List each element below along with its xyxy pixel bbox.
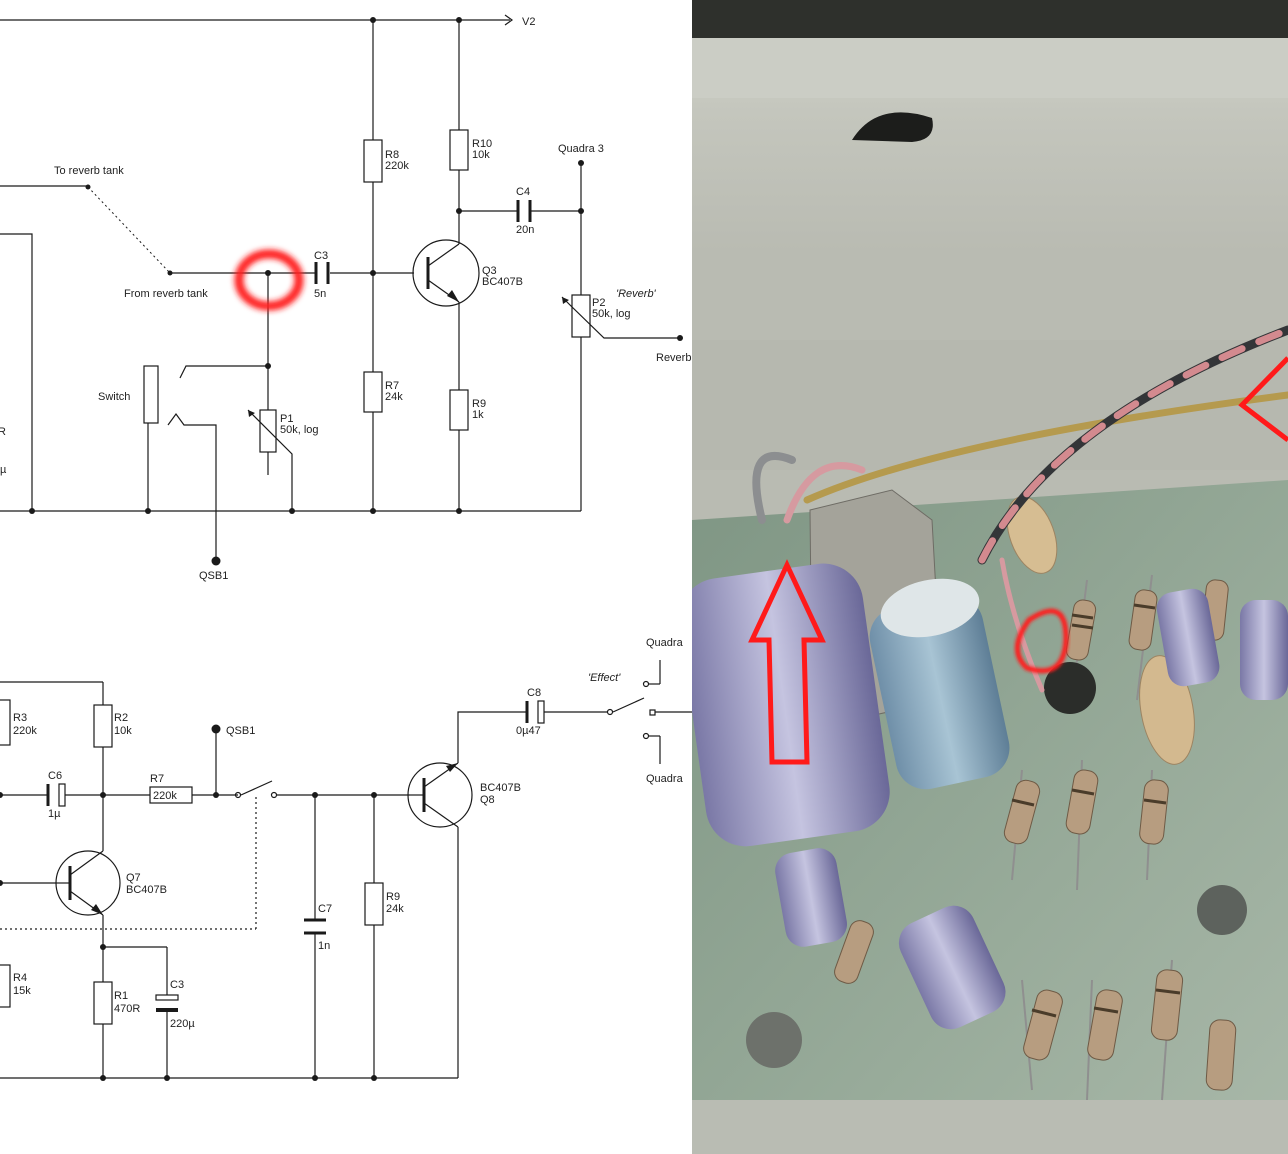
r7-ref: R7 bbox=[385, 380, 399, 392]
wires bbox=[752, 325, 1288, 693]
r9b-ref: R9 bbox=[386, 891, 400, 903]
q7-emitter-arrow bbox=[91, 904, 103, 915]
cut-ref-label: R bbox=[0, 426, 6, 438]
p2-wiper-arrow bbox=[562, 297, 569, 304]
r7b-val: 220k bbox=[153, 790, 177, 802]
red-circle-marker-photo bbox=[1015, 608, 1069, 674]
from-tank-label: From reverb tank bbox=[124, 288, 208, 300]
c6-val: 1µ bbox=[48, 808, 61, 820]
r1-val: 470R bbox=[114, 1003, 140, 1015]
to-tank-label: To reverb tank bbox=[54, 165, 124, 177]
q7-ref: Q7 bbox=[126, 872, 141, 884]
chassis-top-edge bbox=[692, 0, 1288, 38]
p2-ref: P2 bbox=[592, 297, 605, 309]
quadra3-label: Quadra 3 bbox=[558, 143, 604, 155]
r1-ref: R1 bbox=[114, 990, 128, 1002]
q8-val: BC407B bbox=[480, 782, 521, 794]
red-arrow-side-marker bbox=[1238, 356, 1288, 442]
c4-val: 20n bbox=[516, 224, 534, 236]
r3-ref: R3 bbox=[13, 712, 27, 724]
c7-ref: C7 bbox=[318, 903, 332, 915]
cut-val-label: µ bbox=[0, 464, 7, 476]
q8-ref: Q8 bbox=[480, 794, 495, 806]
reverb-pot-label: 'Reverb' bbox=[616, 288, 657, 300]
schematic-diagram: V2 To reverb tank From reverb tank Switc… bbox=[0, 14, 692, 1081]
bottom-circuit-wires bbox=[0, 660, 692, 1079]
c8-ref: C8 bbox=[527, 687, 541, 699]
q7-val: BC407B bbox=[126, 884, 167, 896]
v2-label: V2 bbox=[522, 16, 535, 28]
transistor-dark bbox=[1044, 662, 1096, 714]
p1-ref: P1 bbox=[280, 413, 293, 425]
reverb-tank-link bbox=[87, 186, 171, 274]
chassis-bottom bbox=[692, 1100, 1288, 1154]
switch-label: Switch bbox=[98, 391, 130, 403]
q8-emitter-arrow bbox=[446, 763, 458, 772]
top-junctions bbox=[29, 17, 683, 566]
bottom-junctions bbox=[0, 724, 377, 1081]
r7-val: 24k bbox=[385, 391, 403, 403]
highlight-circle-schematic bbox=[234, 249, 304, 311]
c7-val: 1n bbox=[318, 940, 330, 952]
c3b-val: 220µ bbox=[170, 1018, 195, 1030]
top-circuit-wires bbox=[0, 14, 680, 561]
chassis-rim bbox=[692, 38, 1288, 98]
r4-val: 15k bbox=[13, 985, 31, 997]
r3-val: 220k bbox=[13, 725, 37, 737]
r10-ref: R10 bbox=[472, 138, 492, 150]
qsb1-label: QSB1 bbox=[199, 570, 228, 582]
chassis-hole bbox=[852, 112, 933, 142]
reverb-out-label: Reverb bbox=[656, 352, 691, 364]
r8-val: 220k bbox=[385, 160, 409, 172]
r2-ref: R2 bbox=[114, 712, 128, 724]
p1-val: 50k, log bbox=[280, 424, 319, 436]
red-arrow-up-marker bbox=[748, 559, 826, 765]
q3-val: BC407B bbox=[482, 276, 523, 288]
r9-ref: R9 bbox=[472, 398, 486, 410]
c6-ref: C6 bbox=[48, 770, 62, 782]
r2-val: 10k bbox=[114, 725, 132, 737]
r10-val: 10k bbox=[472, 149, 490, 161]
q3-ref: Q3 bbox=[482, 265, 497, 277]
top-labels: V2 To reverb tank From reverb tank Switc… bbox=[0, 16, 691, 582]
r7b-ref: R7 bbox=[150, 773, 164, 785]
p1-wiper-arrow bbox=[248, 410, 255, 417]
c3-ref: C3 bbox=[314, 250, 328, 262]
transistor-grey bbox=[1197, 885, 1247, 935]
r8-ref: R8 bbox=[385, 149, 399, 161]
r9-val: 1k bbox=[472, 409, 484, 421]
c4-ref: C4 bbox=[516, 186, 530, 198]
c3-val: 5n bbox=[314, 288, 326, 300]
qsb1-bottom-label: QSB1 bbox=[226, 725, 255, 737]
r9b-val: 24k bbox=[386, 903, 404, 915]
electrolytic-caps bbox=[692, 563, 1288, 1030]
bottom-labels: R3 220k R2 10k R4 15k R1 470R R7 220k R9… bbox=[13, 637, 684, 1030]
effect-label: 'Effect' bbox=[588, 672, 621, 684]
quadra-bottom-label: Quadra bbox=[646, 773, 684, 785]
c3b-ref: C3 bbox=[170, 979, 184, 991]
c8-val: 0µ47 bbox=[516, 725, 541, 737]
resistors bbox=[834, 579, 1237, 1091]
circuit-board-photo bbox=[692, 0, 1288, 1154]
transistor-bottom bbox=[746, 1012, 802, 1068]
resistor-bands bbox=[1011, 603, 1181, 1018]
r4-ref: R4 bbox=[13, 972, 27, 984]
p2-val: 50k, log bbox=[592, 308, 631, 320]
quadra-top-label: Quadra bbox=[646, 637, 684, 649]
q3-emitter-arrow bbox=[447, 290, 459, 302]
